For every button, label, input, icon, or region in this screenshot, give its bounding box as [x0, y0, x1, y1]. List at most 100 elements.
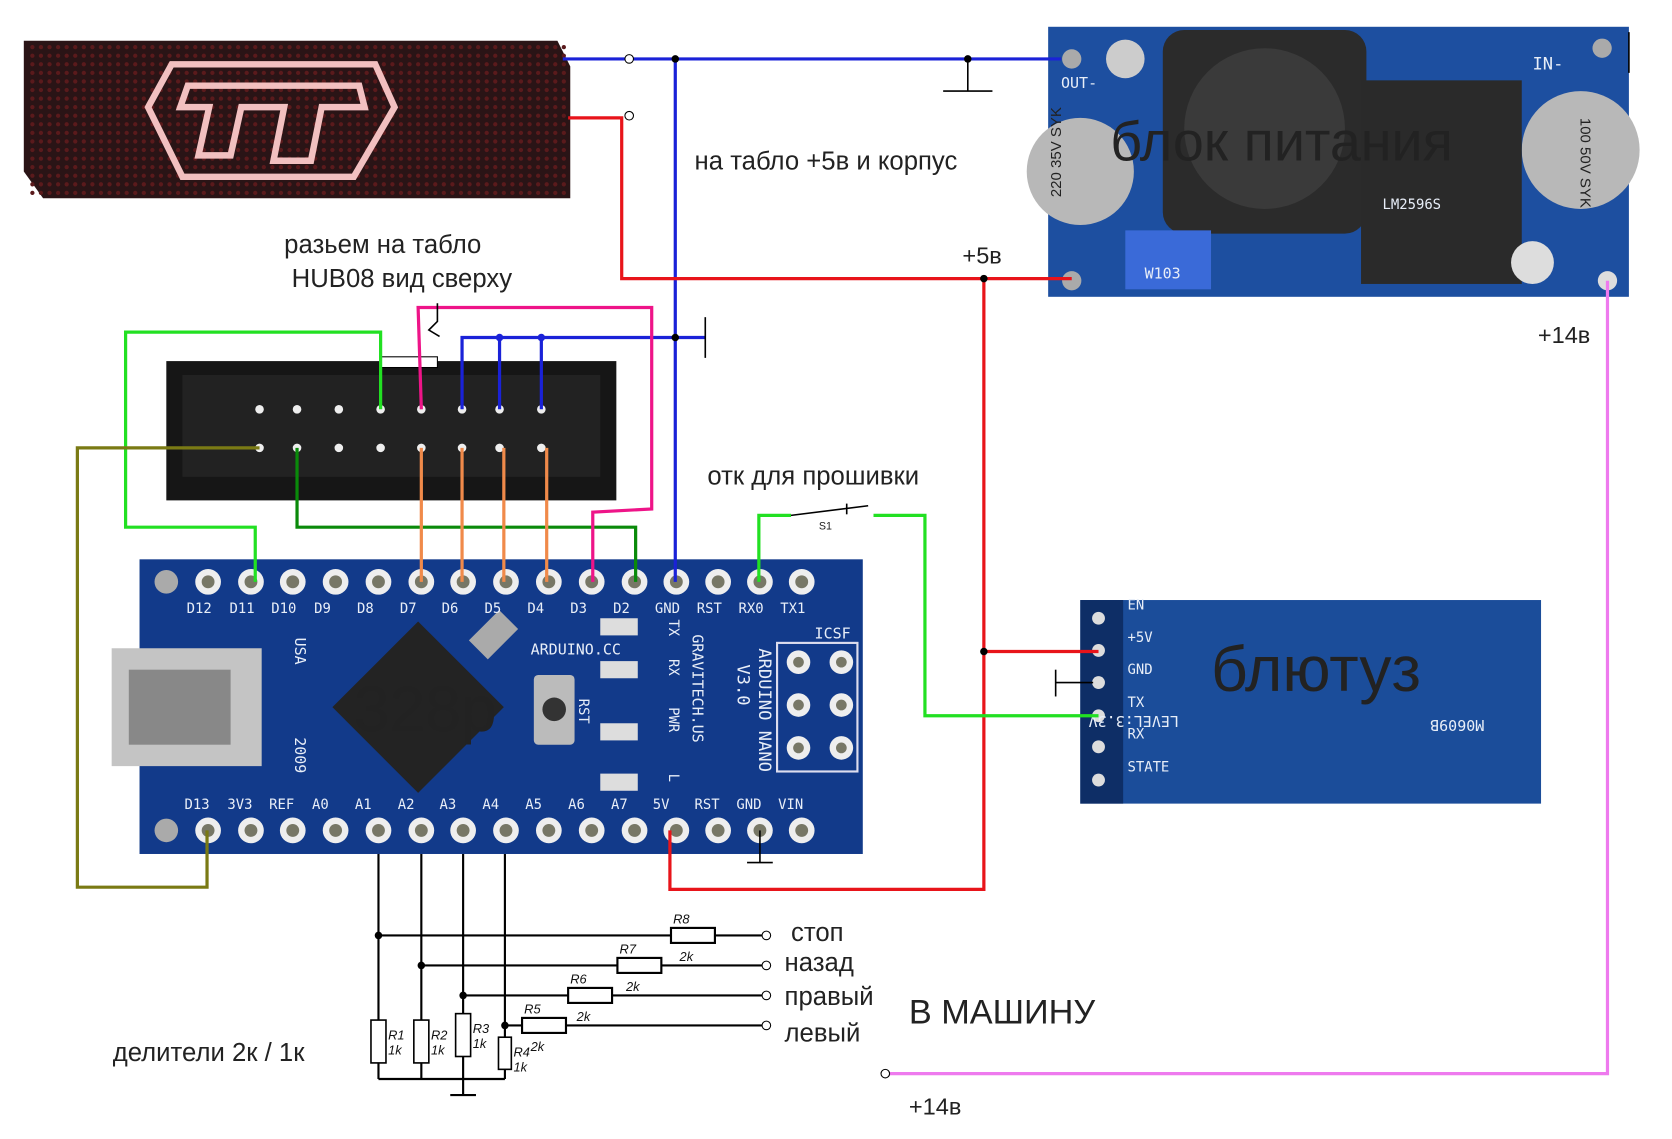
pulldown-resistor — [370, 1019, 387, 1064]
led-dot — [467, 182, 472, 187]
button-terminal[interactable] — [761, 990, 772, 1001]
led-dot — [415, 45, 421, 50]
hub-pin — [495, 443, 504, 453]
led-dot — [321, 96, 326, 101]
led-dot — [90, 62, 95, 67]
led-dot — [450, 182, 455, 187]
led-dot — [561, 147, 566, 153]
led-dot — [55, 45, 61, 50]
led-dot — [527, 156, 532, 161]
led-dot — [364, 165, 369, 170]
led-dot — [553, 130, 558, 136]
led-rx-label: RX — [665, 659, 681, 676]
led-dot — [47, 182, 52, 187]
led-dot — [441, 147, 446, 153]
led-dot — [47, 113, 52, 118]
led-dot — [553, 147, 558, 153]
led-dot — [518, 105, 524, 110]
led-dot — [253, 156, 258, 161]
plus5v-label: +5в — [962, 243, 1001, 269]
led-dot — [304, 182, 309, 187]
led-dot — [261, 96, 266, 101]
led-dot — [407, 156, 412, 161]
led-dot — [355, 139, 361, 144]
led-dot — [424, 45, 429, 50]
led-dot — [38, 156, 44, 161]
led-dot — [381, 96, 386, 101]
led-dot — [235, 182, 241, 187]
led-dot — [81, 147, 86, 153]
led-dot — [544, 113, 549, 118]
led-dot — [544, 173, 549, 178]
nano-top-pin-label: D5 — [485, 601, 502, 617]
led-dot — [158, 147, 164, 153]
led-dot — [467, 147, 472, 153]
led-dot — [407, 79, 412, 84]
led-dot — [381, 165, 386, 170]
led-dot — [467, 79, 472, 84]
series-resistor-value: 2k — [625, 979, 640, 994]
led-dot — [30, 190, 35, 196]
led-dot — [115, 139, 121, 144]
led-dot — [278, 165, 284, 170]
cap2-label: 100 50V SYK — [1577, 118, 1594, 208]
led-dot — [553, 79, 558, 84]
button-terminal[interactable] — [761, 960, 772, 971]
led-dot — [107, 53, 112, 58]
led-dot — [415, 105, 421, 110]
led-dot — [30, 87, 35, 93]
led-dot — [467, 139, 472, 144]
led-dot — [313, 45, 318, 50]
button-terminal[interactable] — [761, 1020, 772, 1031]
led-dot — [535, 62, 541, 67]
led-dot — [450, 173, 455, 178]
led-dot — [141, 79, 146, 84]
nano-bottom-pin-label: A1 — [355, 797, 372, 813]
led-dot — [407, 53, 412, 58]
led-dot — [141, 173, 146, 178]
led-dot — [90, 139, 95, 144]
led-dot — [184, 53, 189, 58]
led-dot — [47, 53, 52, 58]
led-dot — [133, 53, 138, 58]
led-dot — [441, 113, 446, 118]
led-dot — [424, 165, 429, 170]
led-dot — [313, 182, 318, 187]
led-dot — [253, 165, 258, 170]
led-dot — [193, 165, 198, 170]
button-terminal[interactable] — [761, 930, 772, 941]
led-dot — [458, 173, 464, 178]
led-dot — [338, 190, 344, 196]
led-dot — [364, 45, 369, 50]
led-dot — [390, 147, 395, 153]
nano-top-pin-label: D6 — [442, 601, 459, 617]
led-dot — [295, 165, 301, 170]
led-dot — [433, 182, 438, 187]
led-dot — [347, 190, 352, 196]
led-dot — [484, 96, 489, 101]
nano-top-pin-label: RX0 — [738, 601, 763, 617]
led-dot — [415, 79, 421, 84]
led-dot — [553, 122, 558, 127]
led-dot — [441, 139, 446, 144]
led-dot — [355, 130, 361, 136]
led-dot — [261, 122, 266, 127]
led-dot — [141, 70, 146, 76]
led-dot — [90, 122, 95, 127]
led-dot — [330, 70, 335, 76]
led-dot — [433, 122, 438, 127]
led-dot — [47, 62, 52, 67]
led-dot — [55, 113, 61, 118]
led-dot — [527, 105, 532, 110]
led-dot — [347, 165, 352, 170]
nano-top-pin-label: D3 — [570, 601, 587, 617]
led-dot — [124, 190, 129, 196]
led-dot — [201, 96, 206, 101]
led-dot — [355, 190, 361, 196]
led-dot — [150, 70, 155, 76]
led-dot — [441, 190, 446, 196]
led-dot — [475, 182, 481, 187]
pulldown-value: 1k — [513, 1059, 527, 1074]
led-dot — [30, 156, 35, 161]
led-dot — [407, 130, 412, 136]
